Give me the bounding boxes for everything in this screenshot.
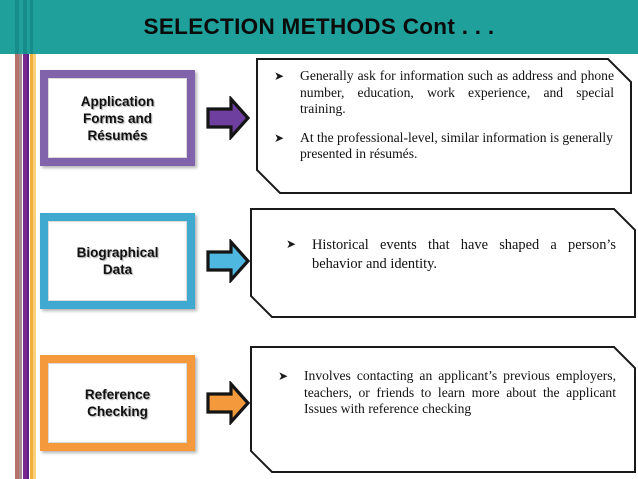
arrow-right-blue <box>205 239 251 283</box>
slide-header-band: SELECTION METHODS Cont . . . <box>0 0 638 54</box>
stripe-gold <box>33 54 36 479</box>
method-box-label-reference-checking: Reference Checking <box>85 386 150 420</box>
callout-biographical-data: ➤ Historical events that have shaped a p… <box>250 208 636 318</box>
bullet-text: Generally ask for information such as ad… <box>300 68 614 116</box>
callout-body-reference-checking: ➤ Involves contacting an applicant’s pre… <box>278 368 616 448</box>
bullet-arrow-icon: ➤ <box>274 130 285 145</box>
stripe-rose <box>15 54 19 479</box>
method-box-label-biographical-data: Biographical Data <box>77 244 159 278</box>
bullet-arrow-icon: ➤ <box>274 69 285 83</box>
header-stripe-3 <box>30 0 33 54</box>
method-label-line: Forms and <box>82 110 152 126</box>
method-box-inner-reference-checking: Reference Checking <box>48 363 187 443</box>
method-label-line: Application <box>80 93 155 109</box>
bullet-text: At the professional-level, similar infor… <box>300 129 613 162</box>
method-box-label-application-forms: Application Forms and Résumés <box>81 93 155 144</box>
callout-bullet: ➤ Historical events that have shaped a p… <box>286 236 616 274</box>
bullet-text: Historical events that have shaped a per… <box>312 237 616 272</box>
method-label-line: Data <box>102 262 133 277</box>
method-label-line: Résumés <box>87 127 148 143</box>
callout-body-biographical-data: ➤ Historical events that have shaped a p… <box>286 236 616 292</box>
method-box-inner-biographical-data: Biographical Data <box>48 221 187 301</box>
callout-reference-checking: ➤ Involves contacting an applicant’s pre… <box>250 346 636 473</box>
method-box-application-forms[interactable]: Application Forms and Résumés <box>40 70 195 166</box>
arrow-right-orange <box>205 381 251 425</box>
callout-bullet: ➤ Involves contacting an applicant’s pre… <box>278 368 616 418</box>
bullet-arrow-icon: ➤ <box>286 237 297 251</box>
callout-application-forms: ➤ Generally ask for information such as … <box>256 58 632 194</box>
header-stripe-2 <box>23 0 27 54</box>
method-box-inner-application-forms: Application Forms and Résumés <box>48 78 187 158</box>
stripe-violet <box>27 54 29 479</box>
header-stripe-1 <box>15 0 19 54</box>
method-box-biographical-data[interactable]: Biographical Data <box>40 213 195 309</box>
callout-bullet: ➤ Generally ask for information such as … <box>274 68 614 118</box>
bullet-text: Involves contacting an applicant’s previ… <box>304 368 616 416</box>
method-label-line: Biographical <box>76 245 159 260</box>
bullet-arrow-icon: ➤ <box>278 369 289 383</box>
arrow-right-purple <box>205 96 251 140</box>
callout-body-application-forms: ➤ Generally ask for information such as … <box>274 68 614 184</box>
stripe-purple <box>23 54 27 479</box>
stripe-mauve <box>19 54 22 479</box>
stripe-amber <box>30 54 33 479</box>
callout-bullet: ➤ At the professional-level, similar inf… <box>274 130 614 163</box>
method-label-line: Reference <box>84 387 151 402</box>
method-label-line: Checking <box>87 404 148 419</box>
page-title: SELECTION METHODS Cont . . . <box>143 14 495 39</box>
method-box-reference-checking[interactable]: Reference Checking <box>40 355 195 451</box>
